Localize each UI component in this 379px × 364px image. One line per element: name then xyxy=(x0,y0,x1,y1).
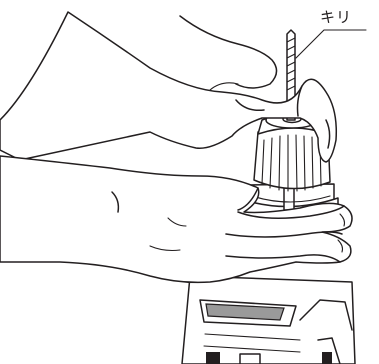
drill-body xyxy=(182,276,355,364)
drill-bit-callout-label: キリ xyxy=(320,10,352,25)
callout-leader-line xyxy=(296,30,366,58)
